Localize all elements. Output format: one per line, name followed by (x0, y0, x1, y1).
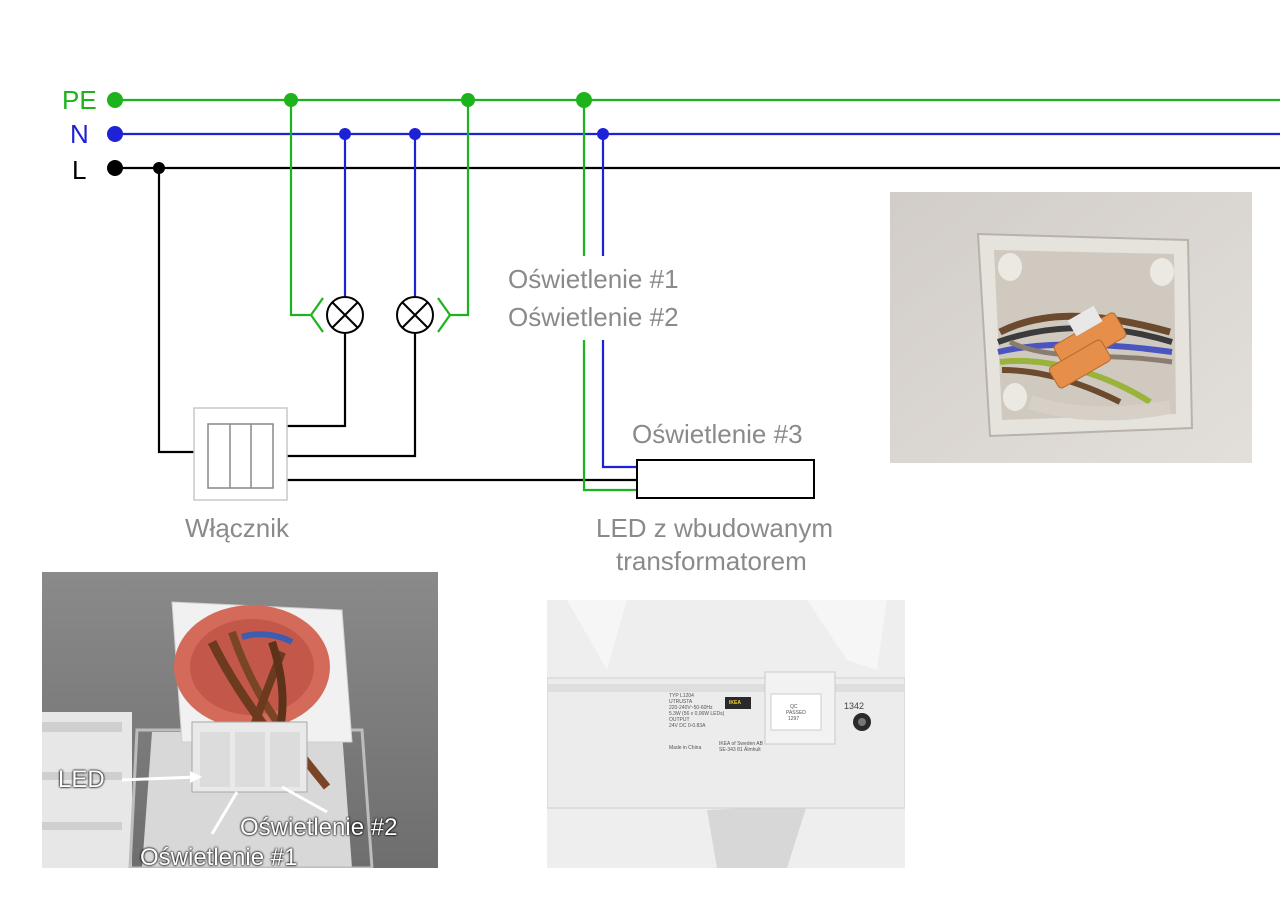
led-qc-line-2: 1297 (788, 716, 800, 722)
lamp-1-symbol (326, 296, 364, 334)
l-feed-to-switch (157, 168, 194, 454)
junction-box-photo (890, 192, 1252, 463)
switch-photo-light1-label: Oświetlenie #1 (140, 844, 298, 868)
led-fixture-symbol (636, 459, 815, 499)
led-brand: IKEA (729, 700, 741, 706)
pe-wire-lamp2 (450, 100, 470, 317)
lamp1-switched-wire (287, 333, 347, 428)
switch-photo: LED Oświetlenie #2 Oświetlenie #1 (42, 572, 438, 868)
l-terminal (107, 160, 123, 176)
led-spec-line-0: TYP L1204 (669, 693, 694, 699)
led-ikea-line-0: IKEA of Sweden AB (719, 741, 763, 747)
lamp2-switched-wire (287, 333, 417, 458)
pe-bracket-lamp1 (309, 297, 324, 333)
led-spec-line-2: 220-240V~50-60Hz (669, 705, 713, 711)
led-code: 1342 (844, 701, 865, 711)
n-wire-to-led (601, 340, 637, 469)
led-spec-line-3: 5.3W (56 x 0.06W LEDs) (669, 711, 725, 717)
led-ikea-line-1: SE-343 81 Älmhult (719, 747, 761, 753)
led-label-line1: LED z wbudowanym (596, 513, 833, 543)
pe-bus-label: PE (62, 85, 97, 115)
light-3-label: Oświetlenie #3 (632, 419, 803, 449)
l-bus-label: L (72, 155, 87, 185)
n-bus-label: N (70, 119, 89, 149)
switch-photo-light2-label: Oświetlenie #2 (240, 814, 398, 841)
led-spec-line-5: 24V DC 0-0.83A (669, 723, 706, 729)
led-label-line2: transformatorem (616, 546, 807, 576)
pe-bracket-lamp2 (437, 297, 452, 333)
led-spec-line-1: UTRUSTA (669, 699, 693, 705)
light-1-label: Oświetlenie #1 (508, 264, 679, 294)
switch-symbol (193, 407, 288, 501)
led-qc-line-0: QC (790, 704, 798, 710)
pe-terminal (107, 92, 123, 108)
led-spec-line-4: OUTPUT (669, 717, 690, 723)
led-made-in: Made in China (669, 745, 702, 751)
switch-photo-led-label: LED (58, 766, 105, 793)
pe-wire-to-led (582, 340, 637, 492)
n-terminal (107, 126, 123, 142)
pe-wire-lamp1 (289, 100, 310, 317)
led-fixture-photo: TYP L1204 UTRUSTA 220-240V~50-60Hz 5.3W … (547, 600, 905, 868)
switch-label: Włącznik (185, 513, 290, 543)
led-qc-line-1: PASSED (786, 710, 806, 716)
lamp-2-symbol (396, 296, 434, 334)
light-2-label: Oświetlenie #2 (508, 302, 679, 332)
